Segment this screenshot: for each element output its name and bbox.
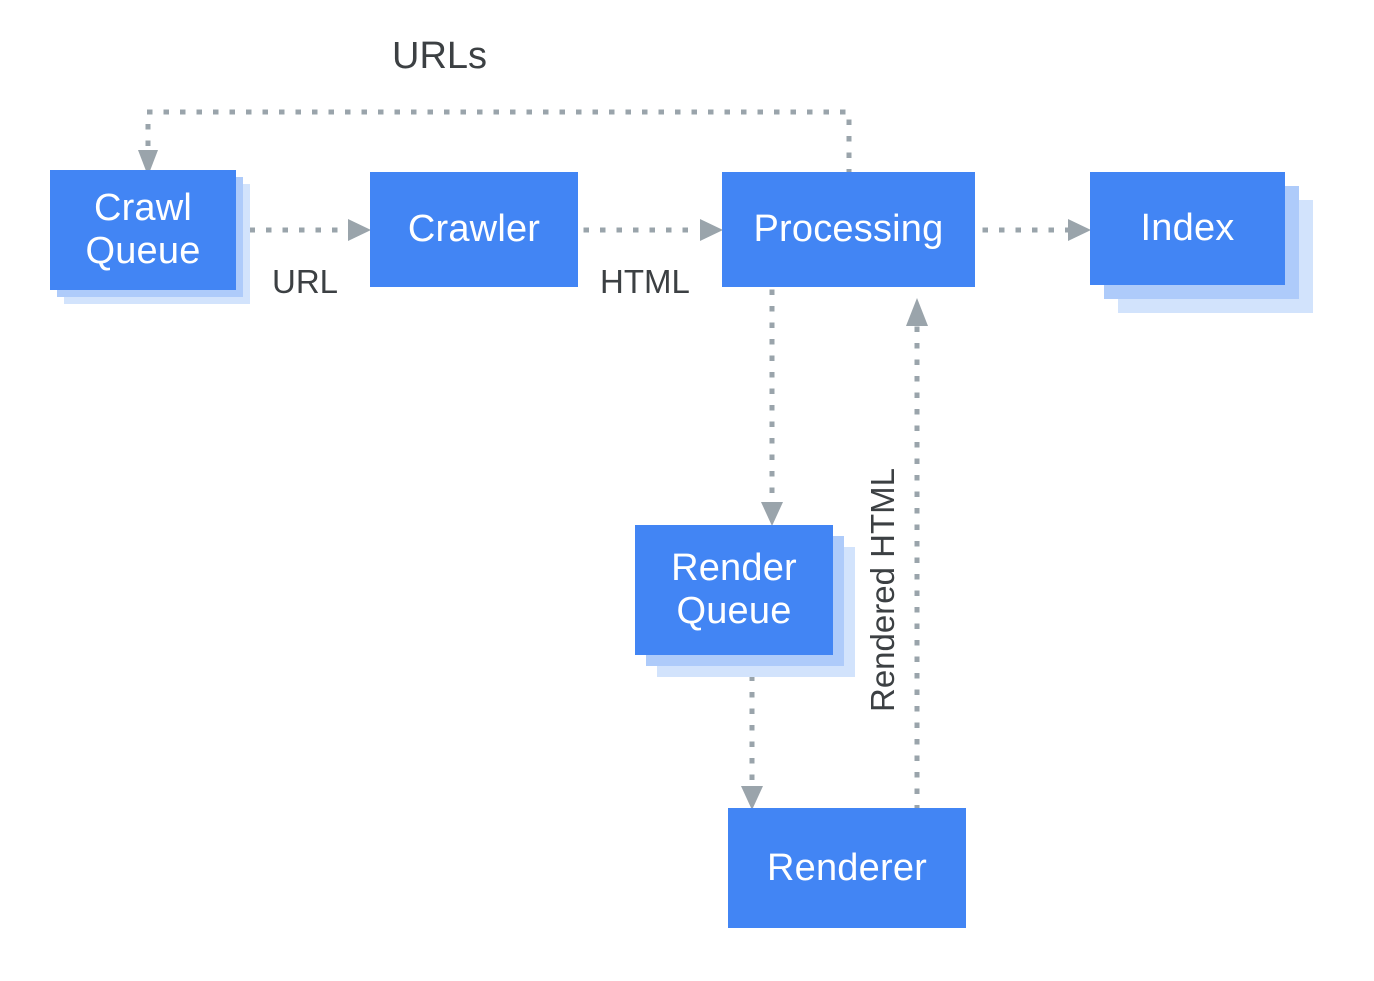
render-queue-label: Render Queue [671, 547, 797, 632]
renderer-box[interactable]: Renderer [728, 808, 966, 928]
render-queue-box[interactable]: Render Queue [635, 525, 833, 655]
arrowhead-right-processing [700, 219, 723, 241]
edge-crawl-queue-to-crawler [249, 219, 371, 241]
crawl-queue-label: Crawl Queue [85, 187, 201, 272]
edge-processing-to-render-queue [761, 289, 783, 526]
node-processing[interactable]: Processing [722, 172, 975, 287]
crawler-box[interactable]: Crawler [370, 172, 578, 287]
arrowhead-right-crawler [348, 219, 371, 241]
node-crawl-queue[interactable]: Crawl Queue [50, 170, 250, 304]
edge-crawler-to-processing [583, 219, 723, 241]
edge-render-queue-to-renderer [741, 675, 763, 810]
arrowhead-down-renderer [741, 786, 763, 810]
arrowhead-up-processing [906, 298, 928, 326]
index-label: Index [1140, 207, 1235, 250]
html-label: HTML [600, 263, 690, 300]
renderer-label: Renderer [766, 846, 928, 889]
processing-box[interactable]: Processing [722, 172, 975, 287]
node-render-queue[interactable]: Render Queue [635, 525, 855, 677]
rendered-html-label: Rendered HTML [864, 468, 901, 712]
edge-processing-to-index [982, 219, 1091, 241]
index-box[interactable]: Index [1090, 172, 1285, 285]
crawler-label: Crawler [407, 208, 541, 251]
crawl-queue-box[interactable]: Crawl Queue [50, 170, 236, 290]
edge-processing-to-crawl-queue [138, 109, 852, 176]
node-index[interactable]: Index [1090, 172, 1313, 313]
arrowhead-right-index [1068, 219, 1091, 241]
urls-label: URLs [392, 35, 488, 77]
node-renderer[interactable]: Renderer [728, 808, 966, 928]
processing-label: Processing [753, 208, 944, 251]
arrowhead-down-render-queue [761, 502, 783, 526]
edge-renderer-to-processing [906, 298, 928, 811]
node-crawler[interactable]: Crawler [370, 172, 578, 287]
url-label: URL [272, 263, 339, 300]
